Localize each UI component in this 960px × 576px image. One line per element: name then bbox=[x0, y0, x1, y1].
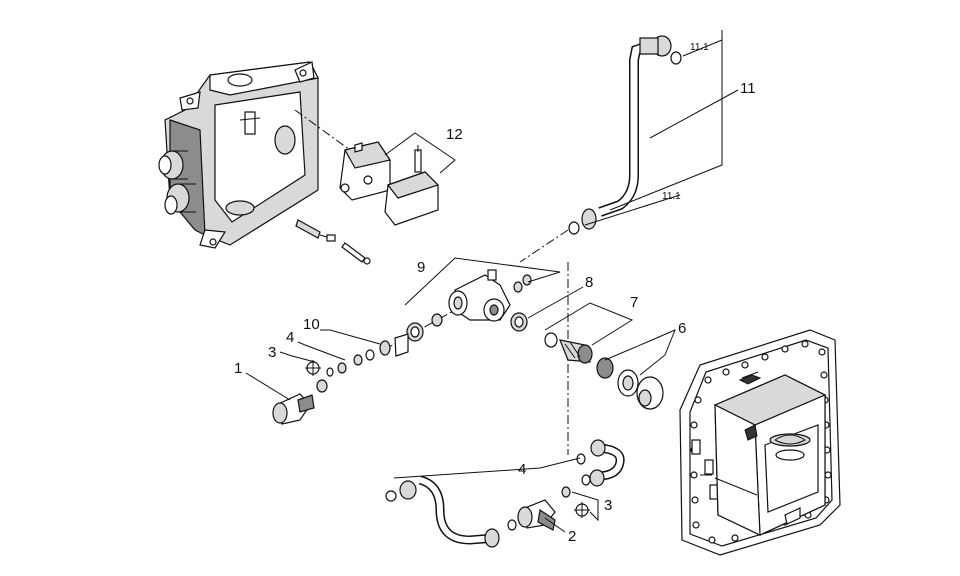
bracket-12 bbox=[384, 132, 456, 174]
label-9: 9 bbox=[417, 259, 425, 276]
fitting-10 bbox=[353, 322, 424, 366]
label-12: 12 bbox=[446, 126, 463, 143]
label-11-1-bottom: 11.1 bbox=[662, 191, 681, 202]
bracket-10 bbox=[320, 329, 381, 345]
leader-11 bbox=[649, 89, 739, 139]
axis-pipe-to-valve bbox=[519, 229, 569, 263]
leader-1 bbox=[245, 372, 291, 401]
leader-8 bbox=[527, 286, 584, 319]
mounting-holes bbox=[690, 340, 832, 544]
box-fitting-lower bbox=[164, 183, 196, 215]
cartridge-7 bbox=[544, 332, 593, 364]
cap-6 bbox=[596, 357, 664, 410]
nut-8 bbox=[510, 312, 528, 332]
leader-box-to-module bbox=[294, 109, 351, 151]
leader-11-1-bottom bbox=[584, 194, 681, 226]
label-4-lower: 4 bbox=[518, 461, 526, 478]
cover-logo bbox=[769, 433, 811, 461]
label-2: 2 bbox=[568, 528, 576, 545]
transformer-unit bbox=[384, 145, 440, 226]
bracket-7 bbox=[544, 302, 634, 346]
bracket-3-lower bbox=[571, 491, 599, 522]
leader-11-1-top bbox=[682, 39, 723, 57]
leader-2 bbox=[544, 517, 566, 533]
label-8: 8 bbox=[585, 274, 593, 291]
stop-valve-1 bbox=[272, 393, 315, 425]
valve-body-9 bbox=[431, 269, 532, 327]
mounting-screw bbox=[295, 219, 371, 265]
label-11-1-top: 11.1 bbox=[690, 42, 709, 53]
box-fitting-upper bbox=[158, 150, 188, 180]
filter-3-upper bbox=[305, 360, 328, 393]
washer-4-upper bbox=[326, 362, 347, 377]
bracket-4-lower bbox=[393, 457, 581, 479]
label-11: 11 bbox=[740, 80, 756, 97]
stop-valve-2 bbox=[517, 499, 556, 531]
electronics-module bbox=[339, 141, 391, 201]
label-10: 10 bbox=[303, 316, 320, 333]
bracket-3-upper bbox=[279, 351, 316, 363]
protective-cover-box bbox=[713, 374, 827, 536]
filter-3-lower bbox=[561, 486, 590, 518]
bracket-11 bbox=[609, 30, 723, 211]
lower-pipe bbox=[385, 475, 517, 548]
installation-box bbox=[158, 61, 319, 249]
bracket-6 bbox=[604, 329, 676, 376]
label-4-upper: 4 bbox=[286, 329, 294, 346]
pipe-11 bbox=[568, 35, 682, 235]
label-3-upper: 3 bbox=[268, 344, 276, 361]
arrow-marker-icon bbox=[738, 371, 762, 385]
label-7: 7 bbox=[630, 294, 638, 311]
bracket-9 bbox=[404, 257, 561, 306]
bracket-4-upper bbox=[297, 341, 346, 361]
label-3-lower: 3 bbox=[604, 497, 612, 514]
label-1: 1 bbox=[234, 360, 242, 377]
label-6: 6 bbox=[678, 320, 686, 337]
lower-elbow-pipe bbox=[576, 439, 625, 487]
